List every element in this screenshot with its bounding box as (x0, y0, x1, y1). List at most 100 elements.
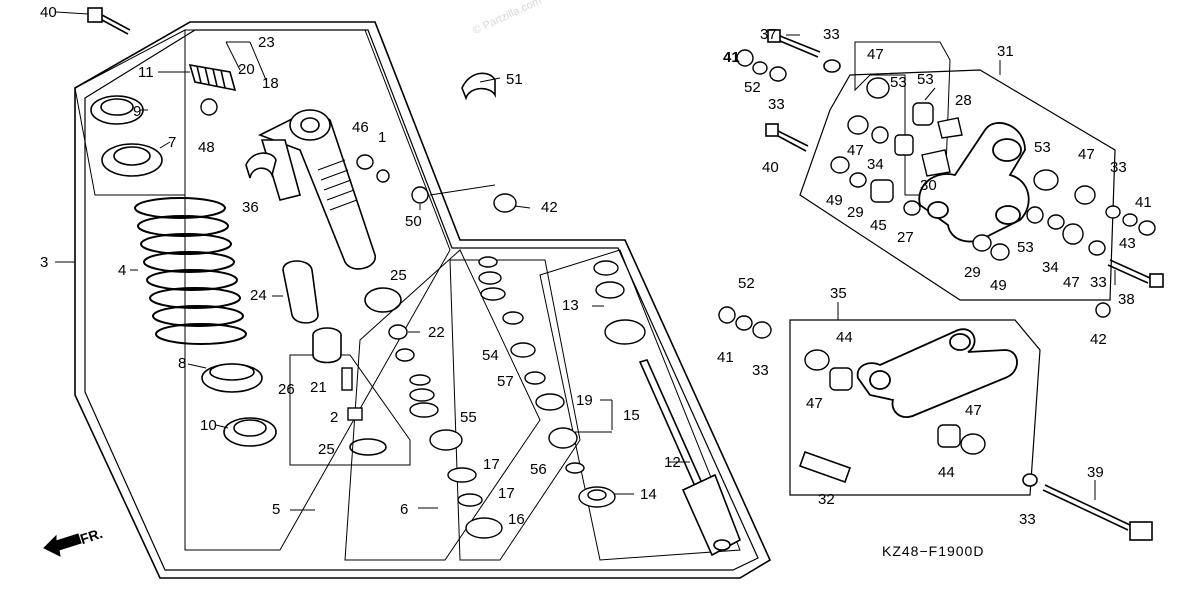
callout-57: 57 (497, 373, 514, 390)
subbox-center (344, 249, 541, 561)
callout-1: 1 (378, 129, 387, 146)
callout-6: 6 (400, 501, 409, 518)
spring-4 (134, 197, 247, 345)
callout-25: 25 (390, 267, 407, 284)
callout-53: 53 (917, 71, 934, 88)
bolt-39 (1022, 473, 1153, 541)
callout-40: 40 (762, 159, 779, 176)
callout-15: 15 (623, 407, 640, 424)
callout-33: 33 (1019, 511, 1036, 528)
callout-21: 21 (310, 379, 327, 396)
washers-41-52-33 (736, 49, 787, 82)
bolt-37 (767, 29, 841, 73)
callout-47: 47 (965, 402, 982, 419)
callout-8: 8 (178, 355, 187, 372)
adjust-nut-7 (101, 143, 163, 177)
callout-53: 53 (890, 74, 907, 91)
callout-4: 4 (118, 262, 127, 279)
shock-arm-31 (918, 122, 1030, 243)
callout-32: 32 (818, 491, 835, 508)
callout-33: 33 (823, 26, 840, 43)
callout-13: 13 (562, 297, 579, 314)
callout-47: 47 (867, 46, 884, 63)
callout-39: 39 (1087, 464, 1104, 481)
collar-32 (798, 450, 852, 484)
callout-41: 41 (717, 349, 734, 366)
callout-19: 19 (576, 392, 593, 409)
callout-41: 41 (723, 49, 740, 66)
linkage-small-parts (830, 77, 1156, 318)
callout-49: 49 (990, 277, 1007, 294)
callout-22: 22 (428, 324, 445, 341)
callout-7: 7 (168, 134, 177, 151)
callout-29: 29 (847, 204, 864, 221)
callout-56: 56 (530, 461, 547, 478)
callout-10: 10 (200, 417, 217, 434)
spring-seat-8 (201, 363, 263, 393)
callout-41: 41 (1135, 194, 1152, 211)
callout-52: 52 (744, 79, 761, 96)
bushing-36 (245, 152, 277, 179)
valve-stack-6 (409, 374, 503, 539)
callout-5: 5 (272, 501, 281, 518)
callout-47: 47 (806, 395, 823, 412)
callout-16: 16 (508, 511, 525, 528)
callout-33: 33 (1090, 274, 1107, 291)
collar-46 (356, 154, 374, 170)
nut-42 (493, 193, 517, 213)
lock-nut-9 (90, 95, 144, 125)
callout-26: 26 (278, 381, 295, 398)
callout-3: 3 (40, 254, 49, 271)
bump-rubber-24 (282, 260, 319, 324)
callout-12: 12 (664, 454, 681, 471)
callout-33: 33 (1110, 159, 1127, 176)
callout-35: 35 (830, 285, 847, 302)
callout-24: 24 (250, 287, 267, 304)
callout-48: 48 (198, 139, 215, 156)
callout-42: 42 (541, 199, 558, 216)
callout-44: 44 (836, 329, 853, 346)
callout-33: 33 (768, 96, 785, 113)
nut-22 (388, 324, 415, 362)
clip-25-lower (349, 438, 387, 456)
callout-42: 42 (1090, 331, 1107, 348)
valve-21 (341, 367, 353, 391)
callout-29: 29 (964, 264, 981, 281)
subbox-55 (449, 259, 581, 561)
damper-box (184, 29, 451, 551)
callout-27: 27 (897, 229, 914, 246)
callout-52: 52 (738, 275, 755, 292)
callout-38: 38 (1118, 291, 1135, 308)
link-box-31 (854, 41, 951, 196)
callout-43: 43 (1119, 235, 1136, 252)
callout-34: 34 (867, 156, 884, 173)
ring-1 (376, 169, 390, 183)
callout-31: 31 (997, 43, 1014, 60)
linkage35-small-parts (718, 306, 986, 455)
connecting-rod-35 (856, 328, 1018, 418)
diagram-code: KZ48−F1900D (882, 543, 985, 559)
callout-51: 51 (506, 71, 523, 88)
callout-50: 50 (405, 213, 422, 230)
callout-45: 45 (870, 217, 887, 234)
callout-23: 23 (258, 34, 275, 51)
callout-46: 46 (352, 119, 369, 136)
callout-20: 20 (238, 61, 255, 78)
link-box-main (799, 69, 1116, 301)
callout-36: 36 (242, 199, 259, 216)
callout-9: 9 (133, 103, 142, 120)
spring-box (74, 29, 186, 196)
callout-53: 53 (1034, 139, 1051, 156)
cap-26 (312, 327, 342, 364)
callout-2: 2 (330, 409, 339, 426)
callout-49: 49 (826, 192, 843, 209)
reservoir-11 (188, 63, 237, 92)
leader-lines (55, 11, 1116, 511)
clip-25-upper (364, 287, 402, 313)
valve-2 (347, 407, 363, 421)
callout-40: 40 (40, 4, 57, 21)
valve-stack-55 (478, 256, 585, 474)
collar-51 (461, 72, 496, 101)
callout-28: 28 (955, 92, 972, 109)
